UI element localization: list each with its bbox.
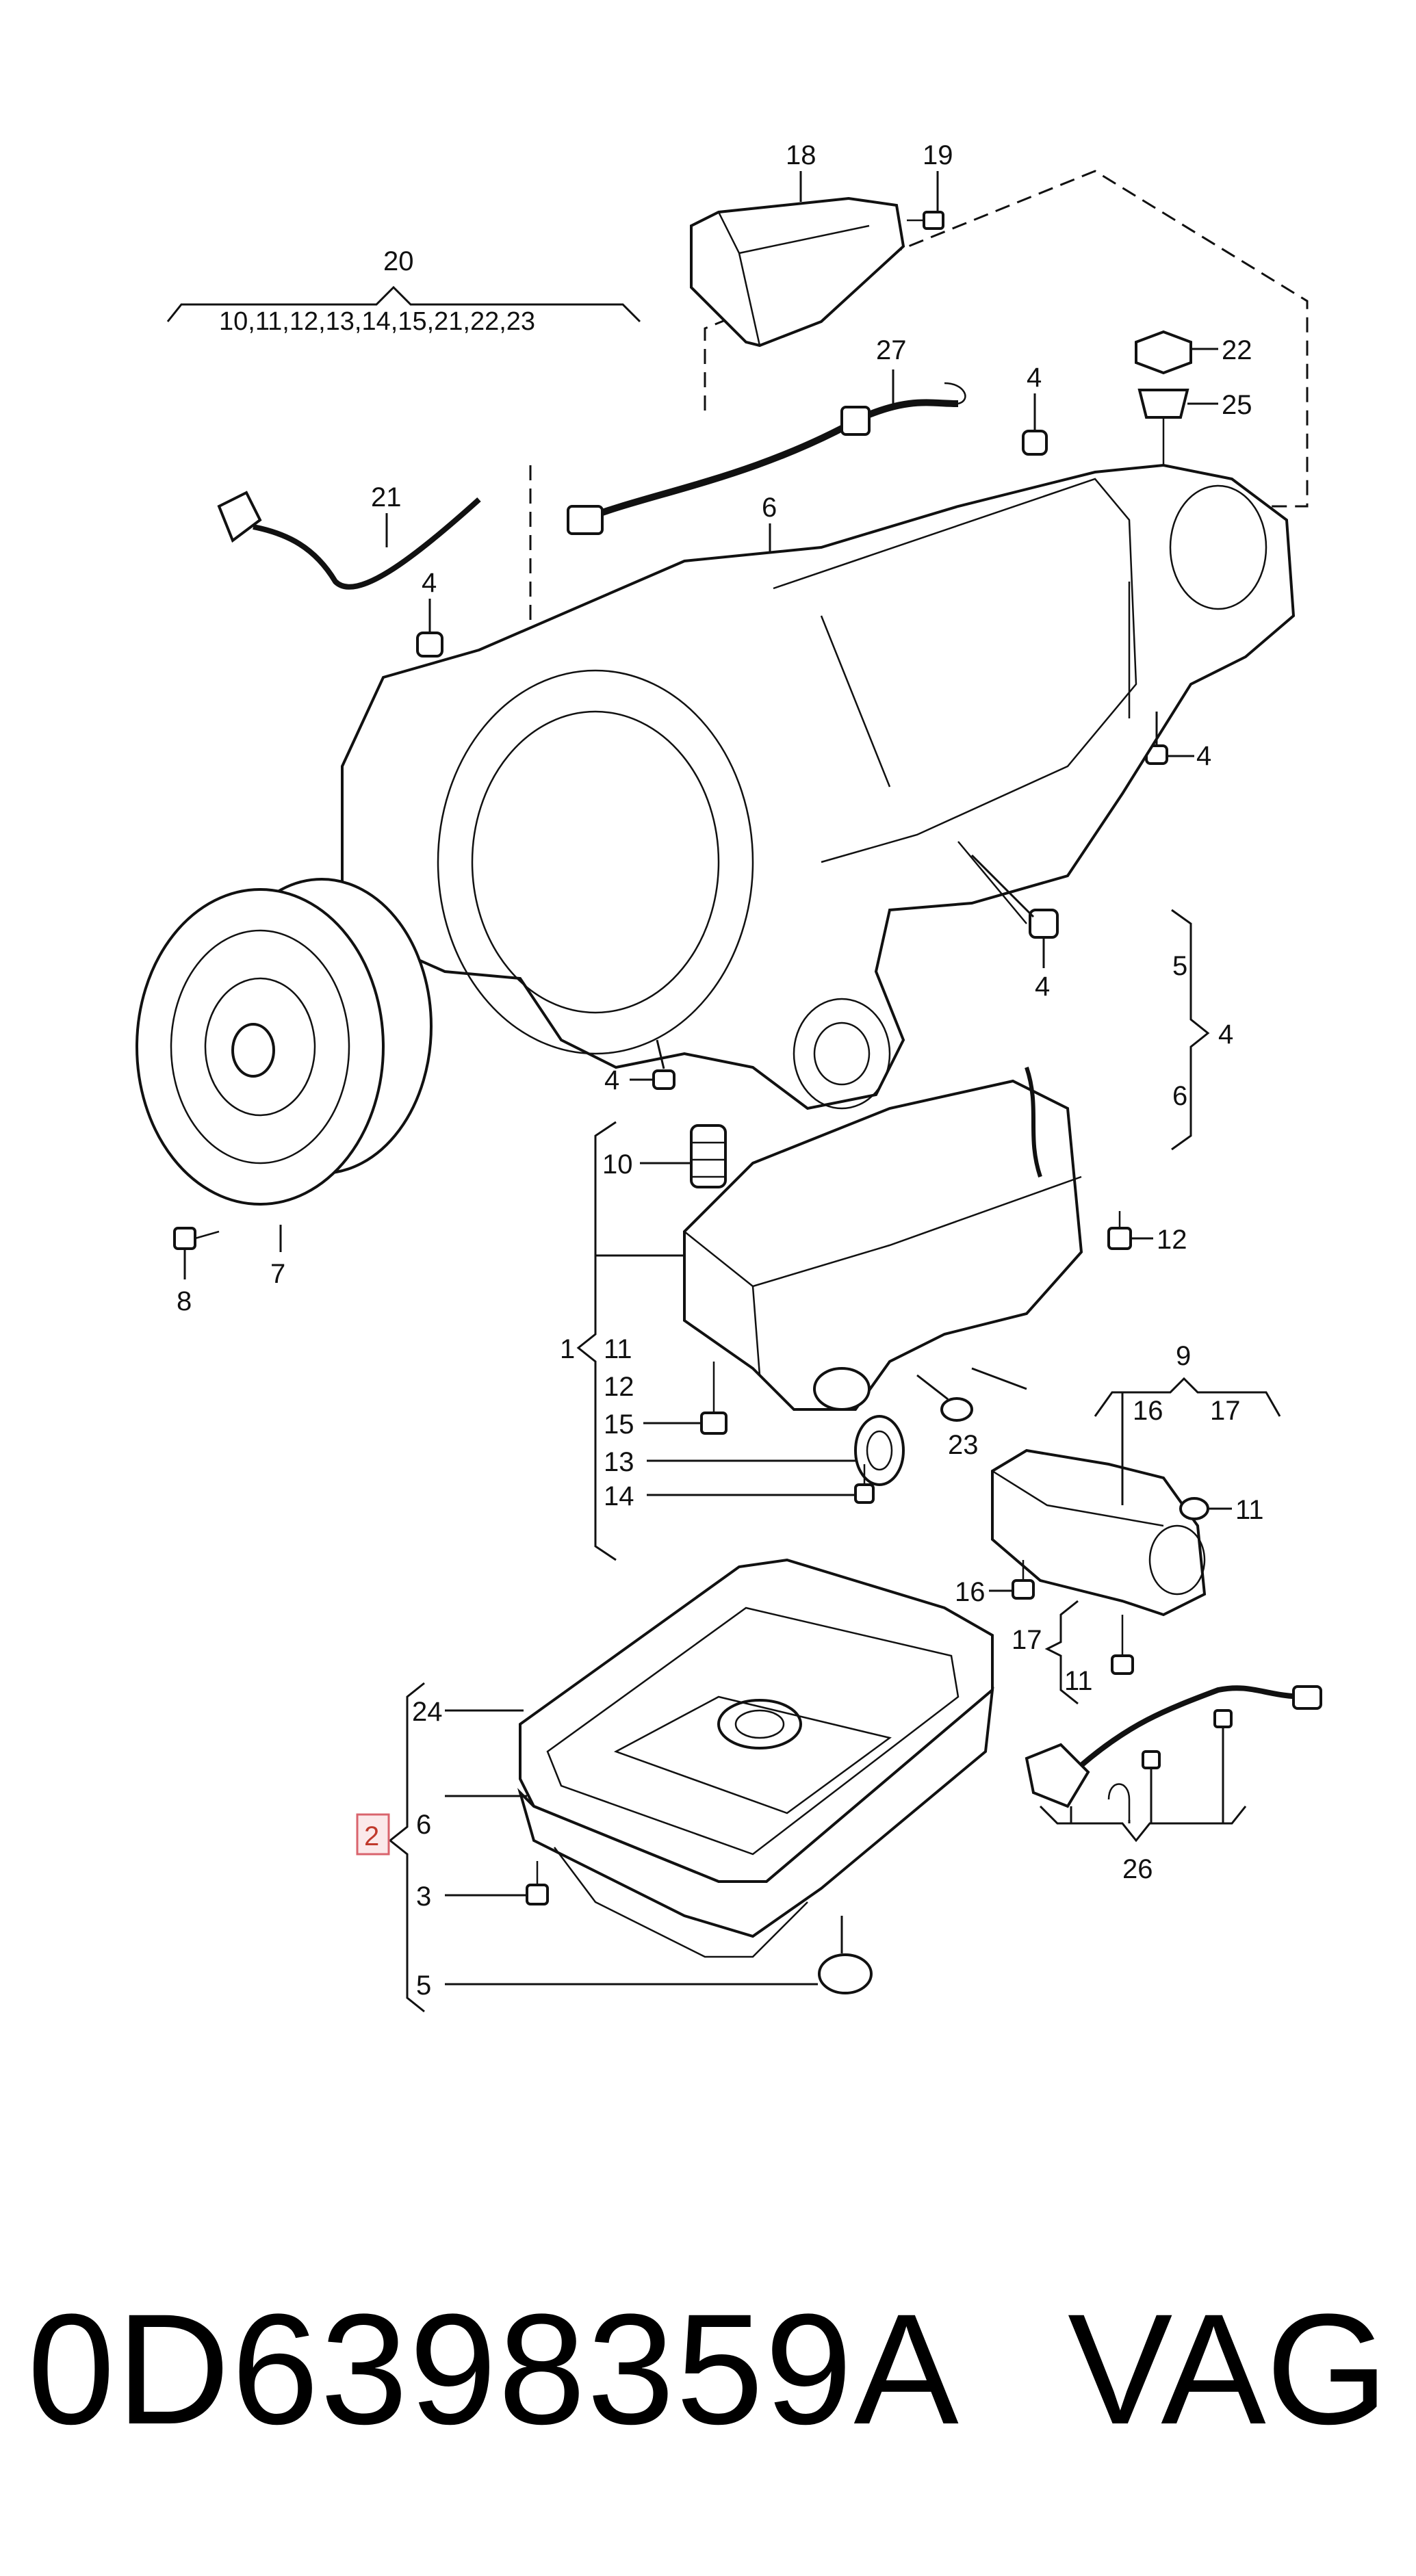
callout-11-left: 11 xyxy=(604,1334,632,1364)
callout-17-top: 17 xyxy=(1210,1396,1241,1426)
callout-labels: 18 19 20 10,11,12,13,14,15,21,22,23 27 4… xyxy=(177,140,1264,2001)
bolt-4-left xyxy=(416,599,443,658)
callout-7: 7 xyxy=(270,1259,285,1289)
callout-12-left: 12 xyxy=(604,1372,634,1402)
callout-14: 14 xyxy=(604,1481,634,1511)
callout-12-right: 12 xyxy=(1157,1225,1187,1255)
callout-4-mid: 4 xyxy=(1035,972,1050,1002)
callout-18: 18 xyxy=(786,140,816,170)
group-9-bracket xyxy=(1094,1377,1281,1417)
callout-16-low: 16 xyxy=(955,1577,986,1607)
spring-10 xyxy=(640,1124,727,1188)
bolt-4-lower xyxy=(630,1069,675,1090)
callout-13: 13 xyxy=(604,1447,634,1477)
bolt-4-top xyxy=(1022,393,1048,456)
callout-4-brace: 4 xyxy=(1218,1019,1233,1050)
bolt-11-low xyxy=(1111,1615,1134,1675)
callout-2: 2 xyxy=(364,1821,379,1851)
callout-4-lower: 4 xyxy=(604,1065,619,1095)
bolt-8 xyxy=(173,1227,220,1279)
group-20-bracket xyxy=(166,285,641,323)
callout-16-top: 16 xyxy=(1133,1396,1163,1426)
o-ring-11-right xyxy=(1179,1497,1232,1520)
callout-1: 1 xyxy=(560,1334,575,1364)
sensor-cable-21 xyxy=(217,491,481,590)
callout-25: 25 xyxy=(1222,390,1252,420)
callout-4-top: 4 xyxy=(1027,363,1042,393)
callout-11-right: 11 xyxy=(1235,1495,1264,1525)
callout-6-brace: 6 xyxy=(1172,1081,1187,1111)
callout-10: 10 xyxy=(602,1149,633,1180)
brace-group-1 xyxy=(576,1121,691,1561)
pan-bolt-3 xyxy=(445,1861,549,1905)
callout-6-pan: 6 xyxy=(416,1810,431,1840)
bolt-4-right xyxy=(1145,744,1194,765)
callout-4-left: 4 xyxy=(422,568,437,598)
leader-4-mid xyxy=(970,854,1035,918)
leader-valve-to-actuator xyxy=(971,1367,1027,1390)
callout-22: 22 xyxy=(1222,335,1252,365)
actuator-module xyxy=(991,1392,1207,1617)
bolt-12-right xyxy=(1107,1211,1153,1250)
callout-6-top: 6 xyxy=(762,493,777,523)
plug-25 xyxy=(1137,389,1218,465)
callout-5-brace: 5 xyxy=(1172,951,1187,981)
brand-text: VAG xyxy=(1068,2281,1389,2457)
valve-body xyxy=(683,1067,1083,1411)
oil-pan xyxy=(517,1687,994,1958)
leader-4-lower xyxy=(656,1039,665,1069)
callout-15: 15 xyxy=(604,1409,634,1440)
transmission-housing xyxy=(341,463,1296,1110)
callout-20: 20 xyxy=(383,246,414,276)
sensor-cable-27 xyxy=(567,369,966,535)
callout-4-right: 4 xyxy=(1196,741,1211,771)
seal-13 xyxy=(647,1415,905,1486)
callout-20-group: 10,11,12,13,14,15,21,22,23 xyxy=(219,307,535,336)
callout-19: 19 xyxy=(923,140,953,170)
part-number-text: 0D6398359A xyxy=(27,2281,960,2457)
bolt-19 xyxy=(907,171,944,230)
callout-23: 23 xyxy=(948,1430,979,1460)
callout-11-low: 11 xyxy=(1064,1666,1093,1696)
callout-21: 21 xyxy=(371,482,402,512)
callout-27: 27 xyxy=(876,335,907,365)
callout-24: 24 xyxy=(412,1697,443,1727)
callout-9: 9 xyxy=(1176,1341,1191,1371)
plug-22 xyxy=(1135,330,1218,375)
brace-5-4-6 xyxy=(1171,909,1210,1151)
brace-group-2 xyxy=(388,1682,425,2013)
brace-17-11 xyxy=(1044,1600,1079,1705)
callout-5-pan: 5 xyxy=(416,1970,431,2001)
cover-part xyxy=(690,171,905,348)
speed-sensor-harness-26 xyxy=(1025,1685,1322,1843)
o-ring-23 xyxy=(916,1374,973,1422)
bolt-16-low xyxy=(989,1560,1035,1600)
bolt-15 xyxy=(643,1362,728,1435)
callout-8: 8 xyxy=(177,1286,192,1316)
callout-3: 3 xyxy=(416,1882,431,1912)
bolt-14 xyxy=(647,1464,875,1504)
highlighted-callout-2: 2 xyxy=(356,1813,390,1856)
bolt-4-mid xyxy=(1029,909,1059,968)
drain-plug-5 xyxy=(445,1916,873,1994)
flywheel-7 xyxy=(136,878,433,1252)
callout-17-low: 17 xyxy=(1012,1625,1042,1655)
callout-26: 26 xyxy=(1122,1854,1153,1884)
